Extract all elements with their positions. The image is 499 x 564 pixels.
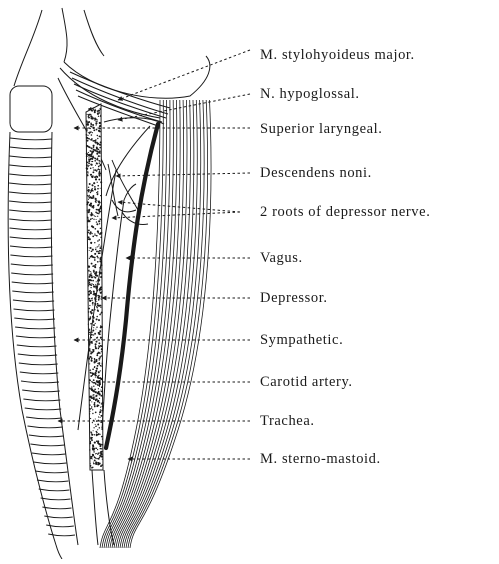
label-sympathetic: Sympathetic. [260,332,343,348]
trachea-tube [8,132,78,545]
label-sterno-mastoid: M. sterno-mastoid. [260,451,381,467]
depressor-root-2 [122,212,148,225]
leader-root-2 [112,212,240,218]
depressor-root-1 [124,184,136,200]
carotid-artery [86,104,104,470]
label-stylohyoideus: M. stylohyoideus major. [260,47,415,63]
label-superior-laryngeal: Superior laryngeal. [260,121,383,137]
leader-hypoglossal [118,94,250,120]
label-depressor: Depressor. [260,290,328,306]
sternomastoid-muscle [100,100,211,548]
label-vagus: Vagus. [260,250,303,266]
label-hypoglossal: N. hypoglossal. [260,86,360,102]
trachea-top-cartilage [10,86,52,132]
leader-descendens [116,173,250,176]
label-trachea: Trachea. [260,413,315,429]
stylohyoideus-muscle [70,72,170,126]
label-descendens-noni: Descendens noni. [260,165,372,181]
leader-stylohyoideus [118,50,250,100]
label-depressor-roots: 2 roots of depressor nerve. [260,204,430,220]
label-carotid: Carotid artery. [260,374,353,390]
hypoglossal-nerve [104,118,164,124]
